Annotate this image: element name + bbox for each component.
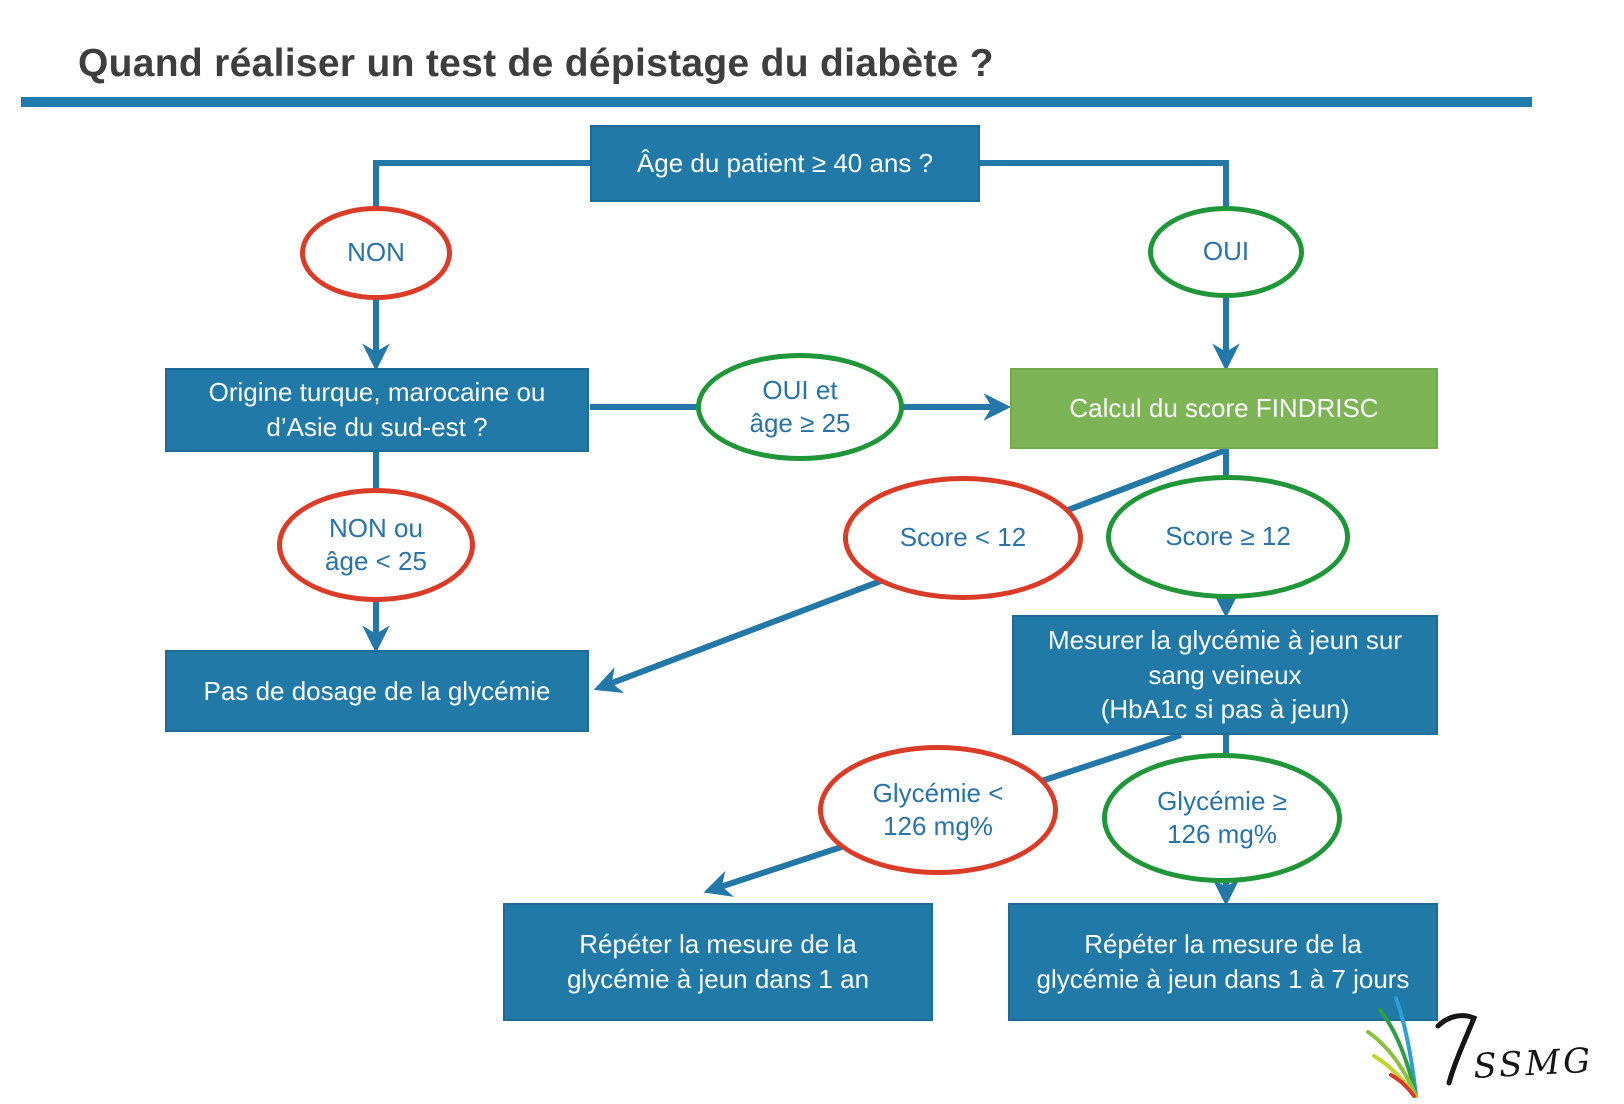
decision-glycemie-ge-126-line-1: Glycémie ≥ [1157,785,1287,816]
node-pas-dosage: Pas de dosage de la glycémie [165,650,589,732]
node-repeter-1-an: Répéter la mesure de la glycémie à jeun … [503,903,933,1021]
node-origine-line-1: Origine turque, marocaine ou [208,377,546,408]
decision-glycemie-lt-126: Glycémie < 126 mg% [818,745,1058,875]
node-mesurer-line-3: (HbA1c si pas à jeun) [1100,694,1350,725]
node-repeter-7-jours-line-2: glycémie à jeun dans 1 à 7 jours [1036,964,1410,994]
decision-oui: OUI [1148,206,1304,298]
decision-non-age-25-line-1: NON ou [329,512,423,543]
node-mesurer-line-1: Mesurer la glycémie à jeun sur [1047,625,1403,656]
decision-oui-age-25: OUI et âge ≥ 25 [696,353,904,461]
node-origine-line-2: d’Asie du sud-est ? [266,412,488,442]
node-repeter-1-an-line-2: glycémie à jeun dans 1 an [566,964,870,994]
node-origine-question: Origine turque, marocaine ou d’Asie du s… [165,368,589,452]
page-title: Quand réaliser un test de dépistage du d… [78,42,994,85]
decision-non: NON [300,206,452,300]
decision-glycemie-lt-126-line-1: Glycémie < [872,777,1004,808]
decision-oui-text: OUI [1202,236,1250,267]
decision-non-age-25: NON ou âge < 25 [277,488,475,602]
ssmg-logo-icon: SSMG [1366,996,1594,1098]
decision-oui-age-25-line-1: OUI et [762,374,838,405]
node-repeter-7-jours-line-1: Répéter la mesure de la [1084,929,1362,960]
decision-score-ge-12-text: Score ≥ 12 [1165,521,1291,552]
node-age-question-text: Âge du patient ≥ 40 ans ? [636,148,934,179]
node-repeter-7-jours: Répéter la mesure de la glycémie à jeun … [1008,903,1438,1021]
decision-score-lt-12-text: Score < 12 [899,522,1027,553]
ssmg-logo: SSMG [1352,990,1602,1104]
logo-text: SSMG [1472,1041,1594,1087]
node-age-question: Âge du patient ≥ 40 ans ? [590,125,980,202]
node-pas-dosage-text: Pas de dosage de la glycémie [203,675,551,706]
logo-seven-stroke [1435,1013,1478,1086]
decision-non-text: NON [347,237,405,268]
decision-score-lt-12: Score < 12 [843,476,1083,600]
node-mesurer-line-2: sang veineux [1148,659,1302,690]
decision-oui-age-25-line-2: âge ≥ 25 [749,408,851,438]
decision-score-ge-12: Score ≥ 12 [1106,475,1350,599]
title-rule [21,97,1532,107]
node-repeter-1-an-line-1: Répéter la mesure de la [579,929,857,960]
node-mesurer: Mesurer la glycémie à jeun sur sang vein… [1012,615,1438,735]
node-findrisc-text: Calcul du score FINDRISC [1069,393,1379,424]
decision-glycemie-ge-126-line-2: 126 mg% [1167,819,1277,849]
decision-glycemie-ge-126: Glycémie ≥ 126 mg% [1102,753,1342,883]
decision-non-age-25-line-2: âge < 25 [325,546,427,576]
logo-swoosh-icon [1366,996,1418,1098]
node-findrisc: Calcul du score FINDRISC [1010,368,1438,449]
decision-glycemie-lt-126-line-2: 126 mg% [883,811,993,841]
